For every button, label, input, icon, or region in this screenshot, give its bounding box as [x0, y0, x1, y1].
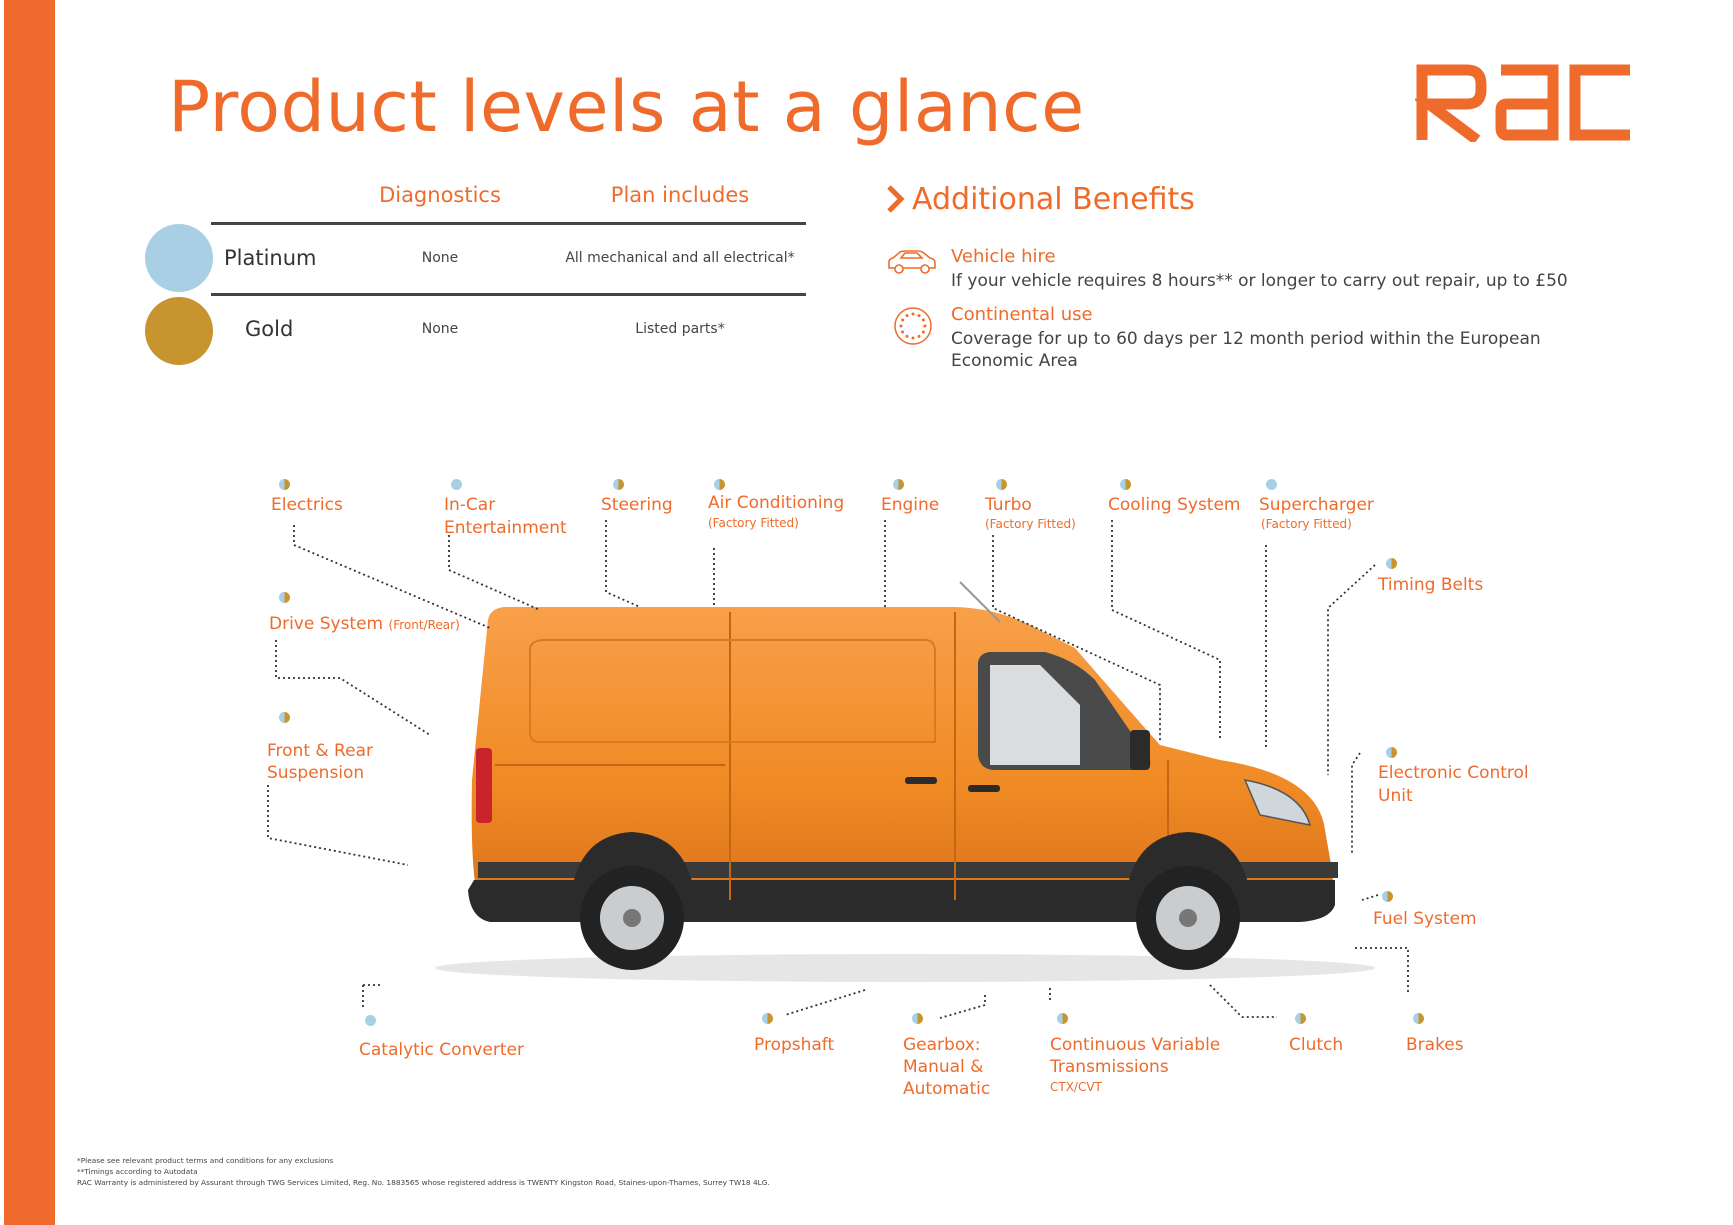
electrics-dot [279, 479, 290, 490]
part-cvt-line1: Continuous Variable [1050, 1035, 1221, 1055]
rac-logo [1415, 64, 1630, 142]
part-cvt-sub: CTX/CVT [1050, 1080, 1102, 1094]
continental-use-desc: Coverage for up to 60 days per 12 month … [951, 329, 1541, 371]
part-gearbox-line2: Manual & [903, 1057, 984, 1077]
engine-dot [893, 479, 904, 490]
cvt-dot [1057, 1013, 1068, 1024]
page-title: Product levels at a glance [168, 66, 1085, 148]
drive-system-sub: (Front/Rear) [388, 618, 460, 632]
orange-sidebar [4, 0, 55, 1225]
brakes-dot [1413, 1013, 1424, 1024]
car-icon [888, 250, 936, 274]
part-turbo: Turbo [985, 495, 1032, 515]
part-engine: Engine [881, 495, 940, 515]
part-drive-system: Drive System (Front/Rear) [269, 613, 460, 636]
fuel-system-dot [1382, 891, 1393, 902]
header-diagnostics: Diagnostics [379, 183, 501, 207]
steering-dot [613, 479, 624, 490]
ecu-dot [1386, 747, 1397, 758]
benefits-heading: Additional Benefits [912, 182, 1195, 217]
chevron-right-icon [887, 185, 905, 213]
part-gearbox-line3: Automatic [903, 1079, 991, 1099]
drive-system-dot [279, 592, 290, 603]
part-air-con-sub: (Factory Fitted) [708, 516, 799, 530]
air-con-dot [714, 479, 725, 490]
part-propshaft: Propshaft [754, 1035, 835, 1055]
gold-plan: Listed parts* [635, 321, 725, 337]
part-air-con: Air Conditioning [708, 493, 845, 513]
clutch-dot [1295, 1013, 1306, 1024]
tier-gold: Gold [245, 317, 294, 341]
footnote-2: **Timings according to Autodata [77, 1167, 198, 1176]
part-suspension-line1: Front & Rear [267, 741, 373, 761]
vehicle-hire-desc: If your vehicle requires 8 hours** or lo… [951, 271, 1568, 291]
gold-diagnostics: None [421, 321, 459, 337]
platinum-plan: All mechanical and all electrical* [565, 250, 795, 266]
drive-system-label: Drive System [269, 614, 384, 634]
part-timing-belts: Timing Belts [1378, 575, 1484, 595]
platinum-swatch [145, 224, 213, 292]
part-fuel-system: Fuel System [1373, 909, 1477, 929]
part-steering: Steering [601, 495, 673, 515]
timing-belts-dot [1386, 558, 1397, 569]
part-ecu-line1: Electronic Control [1378, 763, 1529, 783]
gold-swatch [145, 297, 213, 365]
part-in-car-line2: Entertainment [444, 518, 567, 538]
part-cvt-line2: Transmissions [1050, 1057, 1169, 1077]
footnote-1: *Please see relevant product terms and c… [77, 1156, 334, 1165]
in-car-dot [451, 479, 462, 490]
stars-circle-icon [894, 307, 932, 345]
part-clutch: Clutch [1289, 1035, 1344, 1055]
header-plan-includes: Plan includes [610, 183, 750, 207]
footnote-3: RAC Warranty is administered by Assurant… [77, 1178, 770, 1187]
table-rule-middle [211, 293, 806, 296]
suspension-dot [279, 712, 290, 723]
tier-platinum: Platinum [224, 246, 317, 270]
part-brakes: Brakes [1406, 1035, 1464, 1055]
part-in-car-line1: In-Car [444, 495, 496, 515]
gearbox-dot [912, 1013, 923, 1024]
turbo-dot [996, 479, 1007, 490]
part-electrics: Electrics [271, 495, 343, 515]
cooling-dot [1120, 479, 1131, 490]
propshaft-dot [762, 1013, 773, 1024]
part-ecu-line2: Unit [1378, 786, 1413, 806]
table-rule-top [211, 222, 806, 225]
part-supercharger: Supercharger [1259, 495, 1374, 515]
part-cooling: Cooling System [1108, 495, 1241, 515]
supercharger-dot [1266, 479, 1277, 490]
platinum-diagnostics: None [421, 250, 459, 266]
vehicle-hire-title: Vehicle hire [951, 246, 1056, 267]
catalytic-dot [365, 1015, 376, 1026]
part-supercharger-sub: (Factory Fitted) [1261, 517, 1352, 531]
continental-use-title: Continental use [951, 304, 1093, 325]
footnotes: *Please see relevant product terms and c… [77, 1155, 770, 1188]
part-suspension-line2: Suspension [267, 763, 365, 783]
part-turbo-sub: (Factory Fitted) [985, 517, 1076, 531]
part-gearbox-line1: Gearbox: [903, 1035, 981, 1055]
part-catalytic: Catalytic Converter [359, 1040, 524, 1060]
